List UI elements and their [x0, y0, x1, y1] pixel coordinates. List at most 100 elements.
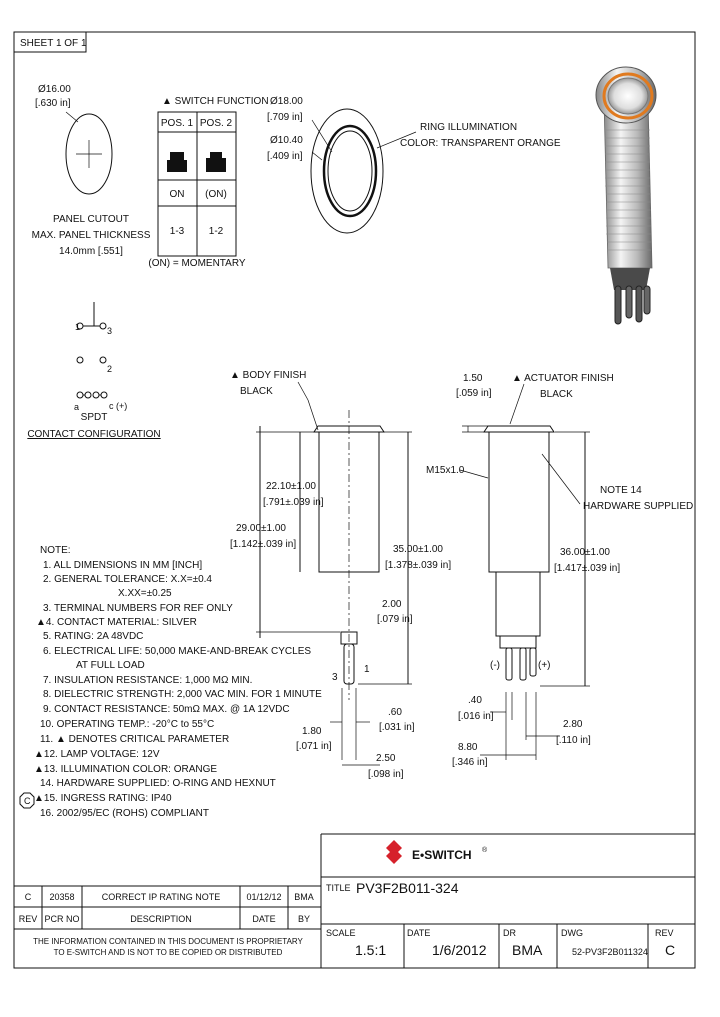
- eswitch-logo-icon: [386, 840, 402, 864]
- pin-3-label: 3: [107, 326, 112, 336]
- side-view-left: ▲ BODY FINISH BLACK 22.10±1.00 [.791±.03…: [230, 370, 451, 780]
- right-d3-in: [.016 in]: [458, 711, 494, 722]
- switch-state-pos1: ON: [170, 189, 185, 200]
- right-d1: 1.50: [463, 373, 483, 384]
- switch-function-table: ▲ SWITCH FUNCTION POS. 1 POS. 2 ON (ON) …: [148, 96, 268, 269]
- ring-label-2: COLOR: TRANSPARENT ORANGE: [400, 138, 561, 149]
- cutout-label-1: PANEL CUTOUT: [53, 214, 129, 225]
- note-item: 6. ELECTRICAL LIFE: 50,000 MAKE-AND-BREA…: [43, 646, 311, 657]
- thread-label: M15x1.0: [426, 465, 465, 476]
- right-d5: 8.80: [458, 742, 478, 753]
- side-view-right: 1.50 [.059 in] ▲ ACTUATOR FINISH BLACK M…: [426, 373, 693, 768]
- front-view: Ø18.00 [.709 in] Ø10.40 [.409 in] RING I…: [267, 96, 561, 234]
- note-item: 2. GENERAL TOLERANCE: X.X=±0.4: [43, 574, 212, 585]
- note-item: 16. 2002/95/EC (ROHS) COMPLIANT: [40, 808, 209, 819]
- rev-header-date: DATE: [252, 914, 275, 924]
- title-label: TITLE: [326, 883, 351, 893]
- left-d1-in: [.791±.039 in]: [263, 497, 324, 508]
- right-d5-in: [.346 in]: [452, 757, 488, 768]
- left-d5-in: [.031 in]: [379, 722, 415, 733]
- front-ring: [322, 124, 378, 218]
- cutout-circle: [65, 113, 113, 195]
- note-item: 8. DIELECTRIC STRENGTH: 2,000 VAC MIN. F…: [43, 689, 322, 700]
- note-item: 1. ALL DIMENSIONS IN MM [INCH]: [43, 560, 202, 571]
- date-value: 1/6/2012: [432, 942, 487, 958]
- body-finish-label: ▲ BODY FINISH: [230, 370, 306, 381]
- cutout-dia: Ø16.00: [38, 84, 71, 95]
- left-pin-1: 1: [364, 664, 370, 675]
- product-render: [595, 66, 657, 325]
- pin-a-label: a: [74, 402, 79, 412]
- date-label: DATE: [407, 928, 430, 938]
- proprietary-line-2: TO E-SWITCH AND IS NOT TO BE COPIED OR D…: [54, 948, 283, 957]
- pin-2-label: 2: [107, 364, 112, 374]
- contact-configuration: 1 3 2 a c (+) SPDT CONTACT CONFIGURATION: [27, 302, 161, 440]
- front-outer-circle: [310, 108, 384, 234]
- button-down-icon: [206, 152, 226, 172]
- left-d4-in: [.079 in]: [377, 614, 413, 625]
- pin-c-label: c (+): [109, 401, 127, 411]
- left-pin-3: 3: [332, 672, 338, 683]
- ring-label-1: RING ILLUMINATION: [420, 122, 517, 133]
- right-pin-neg: (-): [490, 660, 500, 671]
- left-d3-in: [1.378±.039 in]: [385, 560, 451, 571]
- switch-contact-pos2: 1-2: [209, 226, 224, 237]
- rev-row-pcr: 20358: [49, 892, 74, 902]
- rev-header-rev: REV: [19, 914, 38, 924]
- rev-header-by: BY: [298, 914, 310, 924]
- orange-ring-icon: [602, 72, 654, 120]
- front-dia2: Ø10.40: [270, 135, 303, 146]
- note-item: ▲13. ILLUMINATION COLOR: ORANGE: [34, 764, 217, 775]
- rev-row-rev: C: [25, 892, 32, 902]
- left-d6: 1.80: [302, 726, 322, 737]
- sheet-label-box: [13, 31, 87, 53]
- rev-row-desc: CORRECT IP RATING NOTE: [102, 892, 221, 902]
- switch-contact-pos1: 1-3: [170, 226, 185, 237]
- cutout-leader: [65, 111, 79, 123]
- front-dia1-in: [.709 in]: [267, 112, 303, 123]
- cutout-label-2: MAX. PANEL THICKNESS: [32, 230, 151, 241]
- hardware-label: HARDWARE SUPPLIED: [583, 501, 693, 512]
- note-item: 5. RATING: 2A 48VDC: [43, 631, 143, 642]
- left-d5: .60: [388, 707, 402, 718]
- note-item: ▲4. CONTACT MATERIAL: SILVER: [36, 617, 197, 628]
- note-item: 14. HARDWARE SUPPLIED: O-RING AND HEXNUT: [40, 778, 276, 789]
- left-d1: 22.10±1.00: [266, 481, 316, 492]
- front-inner-circle: [327, 130, 373, 212]
- notes-heading: NOTE:: [40, 545, 71, 556]
- eswitch-logo-text: E•SWITCH: [412, 848, 472, 862]
- actuator-finish-label: ▲ ACTUATOR FINISH: [512, 373, 614, 384]
- cutout-dia-in: [.630 in]: [35, 98, 71, 109]
- note-item: 3. TERMINAL NUMBERS FOR REF ONLY: [43, 603, 233, 614]
- right-d4-in: [.110 in]: [556, 735, 591, 746]
- dwg-label: DWG: [561, 928, 583, 938]
- note-item: 10. OPERATING TEMP.: -20°C to 55°C: [40, 719, 214, 730]
- left-d6-in: [.071 in]: [296, 741, 332, 752]
- left-d3: 35.00±1.00: [393, 544, 443, 555]
- pin-1-label: 1: [75, 322, 80, 332]
- note14-label: NOTE 14: [600, 485, 642, 496]
- switch-header-pos2: POS. 2: [200, 118, 233, 129]
- body-finish-color: BLACK: [240, 386, 273, 397]
- dr-value: BMA: [512, 942, 543, 958]
- panel-cutout: Ø16.00 [.630 in] PANEL CUTOUT MAX. PANEL…: [32, 84, 151, 257]
- left-d7-in: [.098 in]: [368, 769, 404, 780]
- rev-header-pcr: PCR NO: [44, 914, 79, 924]
- right-d2-in: [1.417±.039 in]: [554, 563, 620, 574]
- rev-row-by: BMA: [294, 892, 314, 902]
- note-item: ▲12. LAMP VOLTAGE: 12V: [34, 749, 160, 760]
- right-d2: 36.00±1.00: [560, 547, 610, 558]
- switch-function-title: ▲ SWITCH FUNCTION: [162, 96, 269, 107]
- right-pin-pos: (+): [538, 660, 551, 671]
- note-item: X.XX=±0.25: [118, 588, 172, 599]
- right-d1-in: [.059 in]: [456, 388, 492, 399]
- note-item: 11. ▲ DENOTES CRITICAL PARAMETER: [40, 734, 229, 745]
- eswitch-logo-reg: ®: [482, 846, 488, 854]
- right-d4: 2.80: [563, 719, 583, 730]
- eswitch-logo: E•SWITCH ®: [386, 840, 488, 864]
- right-d3: .40: [468, 695, 482, 706]
- rev-header-desc: DESCRIPTION: [130, 914, 192, 924]
- dr-label: DR: [503, 928, 516, 938]
